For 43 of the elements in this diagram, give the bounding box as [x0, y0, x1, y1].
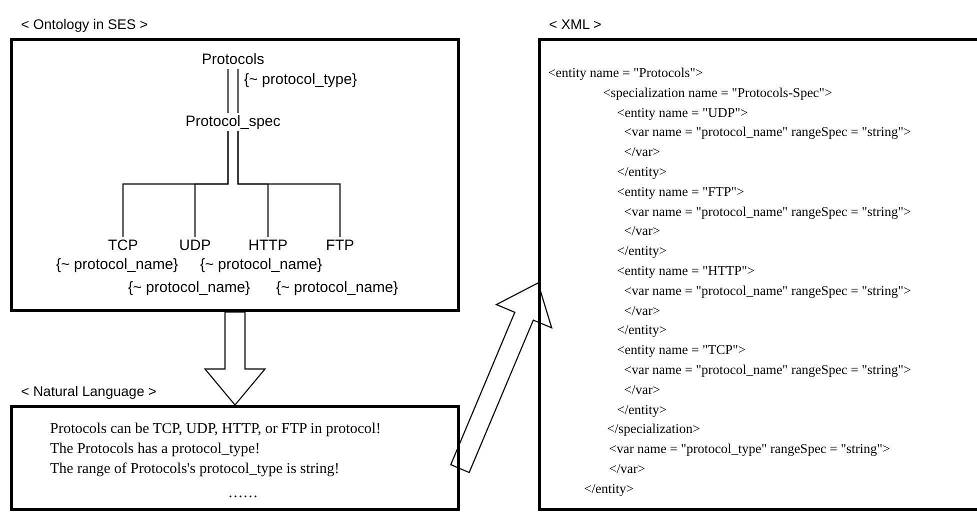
entity-label: Protocols: [193, 51, 273, 69]
xml-code-line: <var name = "protocol_name" rangeSpec = "string">: [624, 282, 912, 299]
entity-label: UDP: [170, 237, 220, 255]
xml-code-line: <entity name = "FTP">: [617, 184, 744, 200]
xml-code-line: <var name = "protocol_name" rangeSpec = "string">: [624, 362, 912, 378]
xml-code-line: </entity>: [584, 480, 634, 497]
entity-label: Protocol_spec: [173, 113, 293, 131]
xml-code-line: <var name = "protocol_type" rangeSpec = "string">: [609, 441, 890, 458]
xml-code-line: </entity>: [617, 322, 667, 338]
entity-label: TCP: [98, 237, 148, 255]
sentence: Protocols can be TCP, UDP, HTTP, or FTP in protocol!: [50, 420, 381, 438]
xml-code-line: </var>: [624, 144, 660, 160]
xml-code-line: <specialization name = "Protocols-Spec">: [603, 84, 832, 101]
connector-line: [227, 68, 239, 114]
block-arrow: [204, 311, 266, 406]
entity-label: HTTP: [240, 237, 296, 255]
entity-label: FTP: [315, 237, 365, 255]
xml-code-line: <entity name = "HTTP">: [617, 263, 755, 279]
xml-code-line: </specialization>: [607, 421, 700, 438]
sentence: The Protocols has a protocol_type!: [50, 440, 260, 458]
variable-label: {~ protocol_name}: [128, 279, 250, 297]
xml-code-line: </var>: [624, 223, 660, 240]
variable-label: {~ protocol_type}: [244, 71, 358, 89]
xml-code-line: </entity>: [617, 164, 667, 180]
section-heading: < XML >: [549, 15, 602, 33]
xml-code-line: <var name = "protocol_name" rangeSpec = "string">: [624, 124, 912, 140]
variable-label: {~ protocol_name}: [200, 256, 322, 274]
ellipsis: ……: [228, 484, 258, 502]
xml-code-line: <entity name = "UDP">: [617, 104, 748, 121]
xml-code-line: </entity>: [617, 243, 667, 260]
sentence: The range of Protocols's protocol_type is string!: [50, 460, 340, 478]
section-heading: < Ontology in SES >: [21, 15, 148, 33]
xml-code-line: </var>: [624, 302, 660, 319]
xml-code-line: </var>: [624, 382, 660, 398]
xml-code-line: </var>: [609, 461, 646, 477]
xml-code-line: <entity name = "Protocols">: [548, 65, 703, 81]
variable-label: {~ protocol_name}: [56, 256, 178, 274]
variable-label: {~ protocol_name}: [276, 279, 398, 297]
xml-code-line: <entity name = "TCP">: [617, 342, 746, 358]
xml-code-line: <var name = "protocol_name" rangeSpec = "string">: [624, 204, 912, 220]
block-arrow: [450, 282, 553, 474]
xml-code-line: </entity>: [617, 402, 667, 418]
section-heading: < Natural Language >: [21, 382, 156, 400]
